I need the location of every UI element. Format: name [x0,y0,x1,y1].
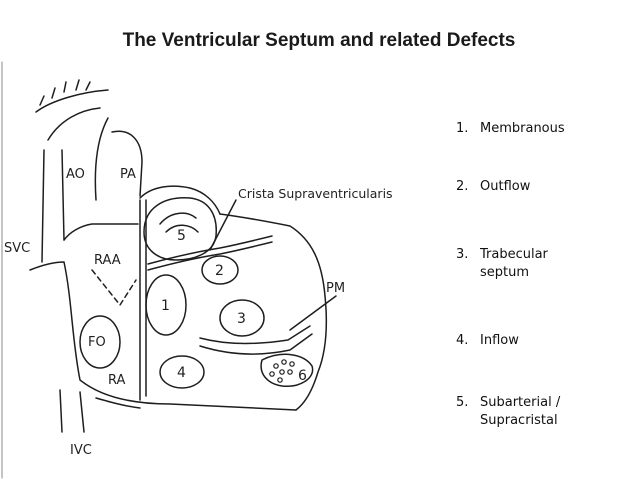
region-label-6: 6 [298,368,307,384]
lv-outline [219,213,328,411]
defect-label: Membranous [480,121,565,136]
foramen-ovale-outline [79,315,121,369]
aorta-right [94,117,109,201]
heart-bottom [29,261,297,411]
label-crista: Crista Supraventricularis [238,186,393,201]
pm-band-bottom [199,333,313,355]
pulmonary-artery [111,130,143,197]
region-label-4: 4 [177,365,186,381]
aorta-outer [47,107,101,141]
region-4-outline [159,355,205,389]
defect-item-outflow: 2. Outflow [456,178,636,196]
defect-item-membranous: 1. Membranous [456,120,636,138]
defect-number: 1. [456,121,469,136]
aortic-arch-top [35,89,109,113]
appendage-dashed [91,269,137,306]
defect-item-subarterial: 5. Subarterial / Supracristal [456,394,636,430]
label-pm: PM [326,281,345,296]
defect-item-inflow: 4. Inflow [456,332,636,350]
label-raa: RAA [94,253,121,268]
ivc-lines [59,389,85,433]
conus-top [139,185,221,215]
region-1-outline [145,274,187,336]
crista-band-bottom [147,241,273,271]
arch-branches [39,79,91,106]
heart-top-left [63,223,139,241]
region-5-outline [143,197,217,261]
region-label-2: 2 [215,263,224,279]
svc-left [41,149,45,263]
defect-label: Inflow [480,333,519,348]
region-label-5: 5 [177,228,186,244]
heart-septum-diagram: AO PA SVC RAA FO RA IVC PM Crista Suprav… [1,61,393,479]
region-label-3: 3 [237,311,246,327]
defect-label: Subarterial / Supracristal [480,395,561,428]
label-pa: PA [120,167,136,182]
valve-leaflet-2 [165,224,199,233]
label-svc: SVC [4,241,30,256]
crista-pointer [209,199,237,251]
label-ivc: IVC [70,443,92,458]
defect-number: 3. [456,247,469,262]
ivc-join [95,397,141,409]
defect-number: 4. [456,333,469,348]
defect-number: 5. [456,395,469,410]
valve-leaflet-1 [159,212,197,225]
slide-title: The Ventricular Septum and related Defec… [122,30,516,51]
region-6-outline [260,353,314,387]
label-fo: FO [88,335,106,350]
pm-pointer [289,295,337,331]
region-2-outline [201,255,239,285]
svc-right [61,149,65,241]
label-ra: RA [108,373,126,388]
region-label-1: 1 [161,298,170,314]
defect-item-trabecular: 3. Trabecular septum [456,246,636,282]
pm-band-top [199,325,311,345]
defect-number: 2. [456,179,469,194]
defect-label: Outflow [480,179,531,194]
defect-label: Trabecular septum [480,247,548,280]
label-ao: AO [66,167,85,182]
region-3-outline [219,299,265,337]
